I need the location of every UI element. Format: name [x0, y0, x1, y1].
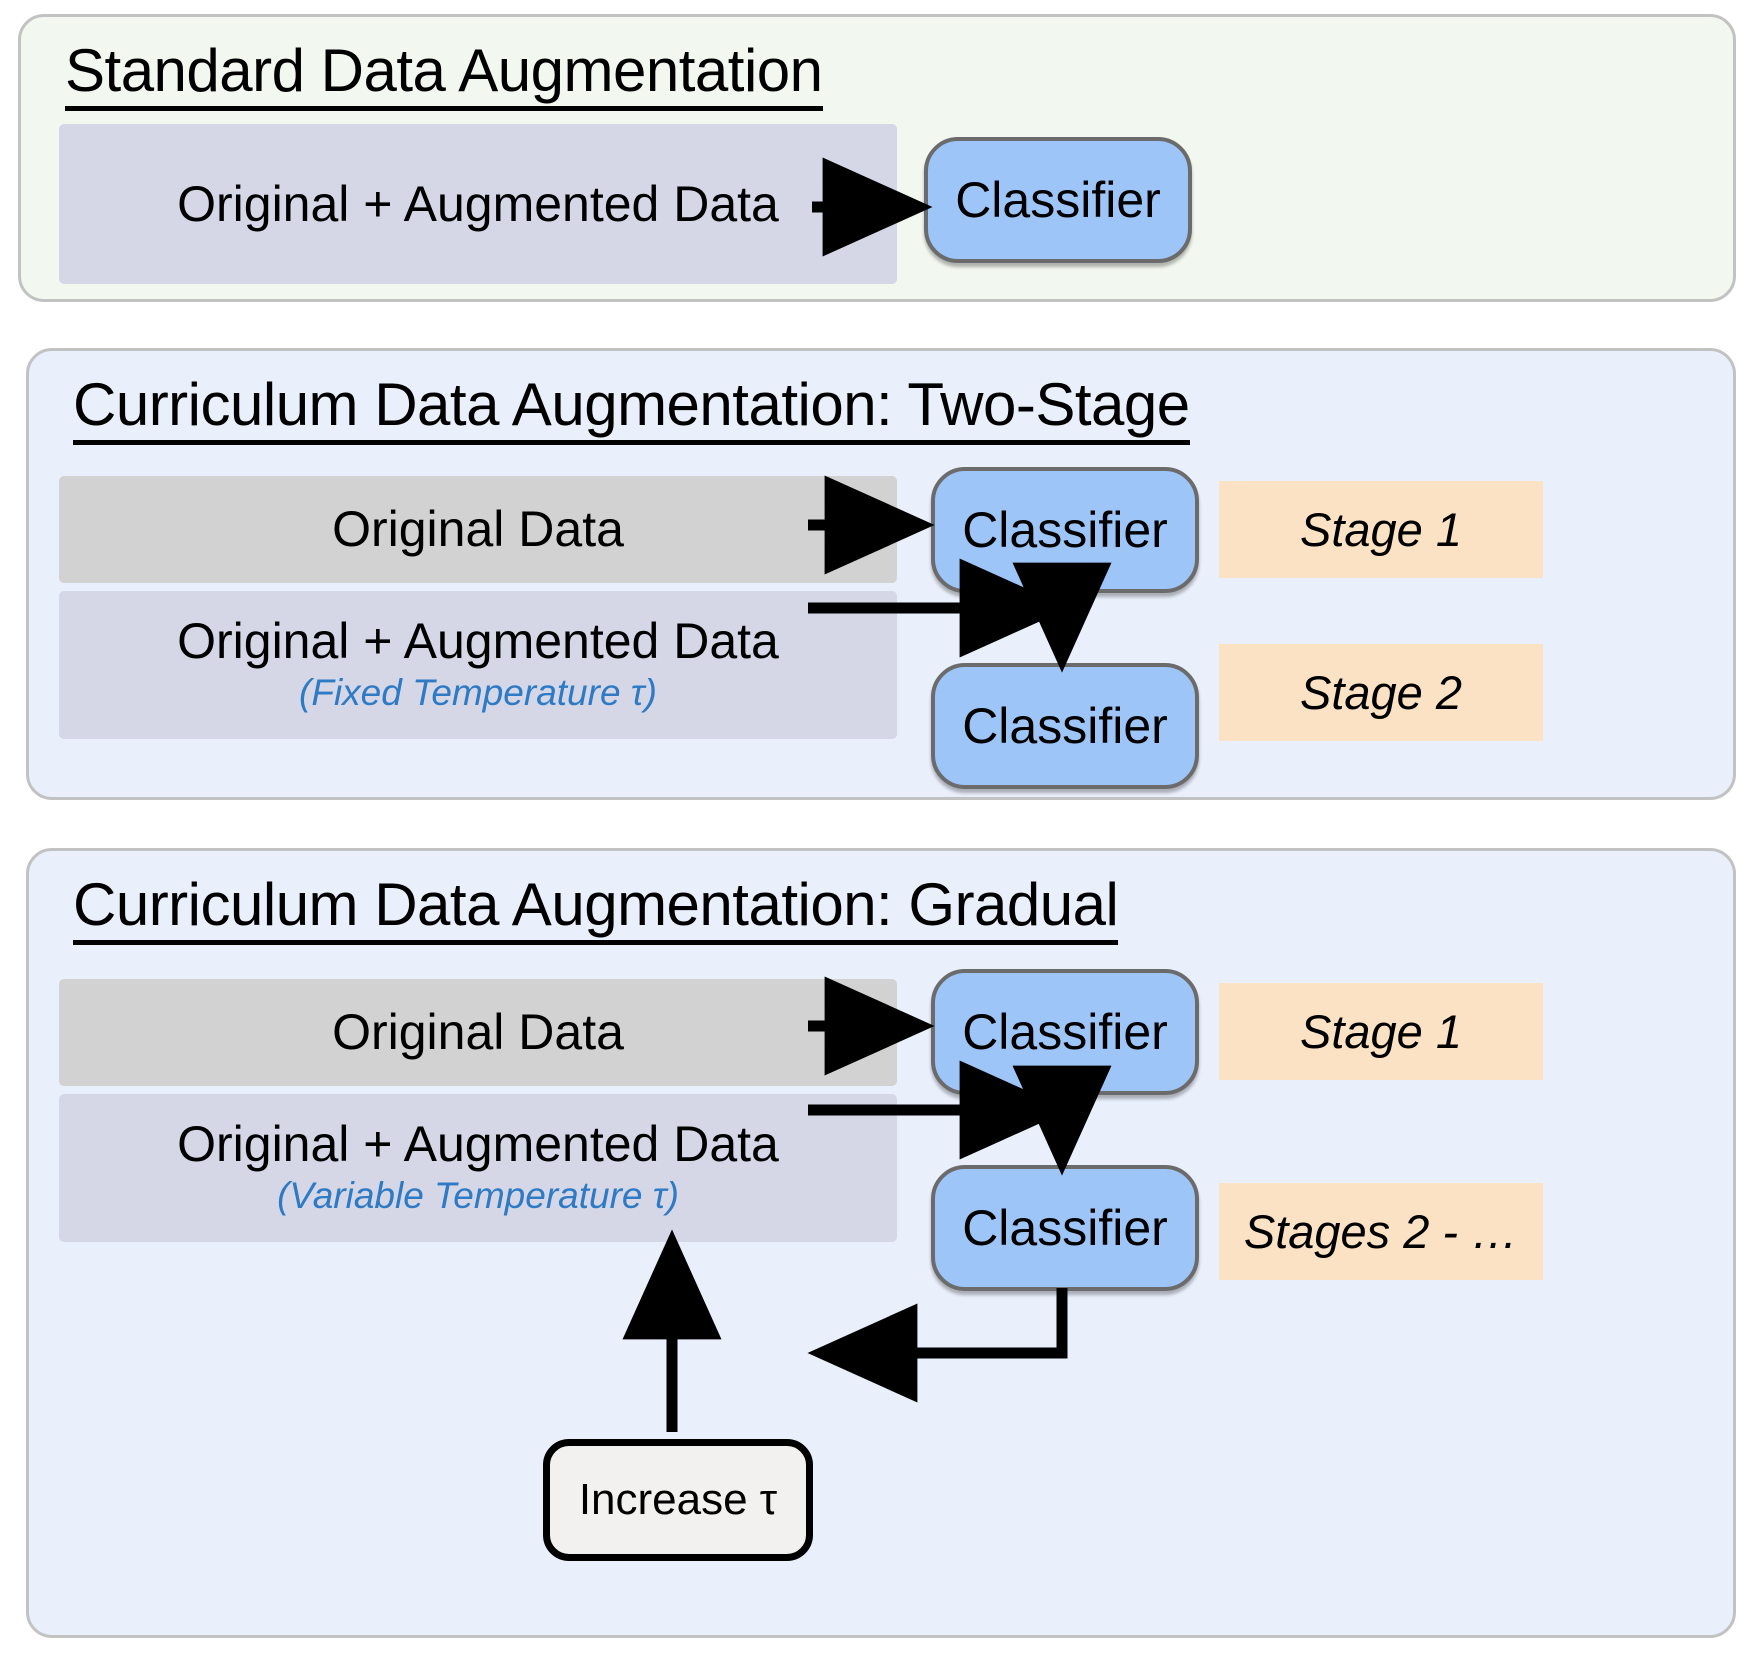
panel-title-standard: Standard Data Augmentation [65, 38, 823, 111]
panel-curriculum-two-stage: Curriculum Data Augmentation: Two-Stage … [26, 348, 1736, 800]
classifier-stages2-gradual: Classifier [931, 1165, 1199, 1291]
data-box-label: Original Data [332, 1004, 624, 1060]
increase-temperature-label: Increase τ [578, 1475, 778, 1524]
data-box-sublabel-variable-temperature: (Variable Temperature τ) [277, 1175, 679, 1217]
classifier-label: Classifier [962, 698, 1168, 754]
classifier-stage2-two-stage: Classifier [931, 663, 1199, 789]
stage-tag-stages-2-gradual: Stages 2 - … [1219, 1183, 1543, 1280]
panel-title-two-stage: Curriculum Data Augmentation: Two-Stage [73, 372, 1190, 445]
classifier-label: Classifier [962, 1200, 1168, 1256]
stage-tag-label: Stage 1 [1299, 1005, 1463, 1058]
classifier-label: Classifier [962, 1004, 1168, 1060]
classifier-label: Classifier [955, 172, 1161, 228]
data-box-original-data-two-stage: Original Data [59, 476, 897, 583]
data-box-original-augmented-two-stage: Original + Augmented Data (Fixed Tempera… [59, 591, 897, 739]
stage-tag-label: Stage 1 [1299, 503, 1463, 556]
data-box-original-augmented-standard: Original + Augmented Data [59, 124, 897, 284]
stage-tag-stage-1-gradual: Stage 1 [1219, 983, 1543, 1080]
classifier-stage1-gradual: Classifier [931, 969, 1199, 1095]
data-box-label: Original + Augmented Data [177, 175, 779, 232]
data-box-label: Original Data [332, 501, 624, 557]
data-box-sublabel-fixed-temperature: (Fixed Temperature τ) [299, 672, 657, 714]
panel-standard-data-augmentation: Standard Data Augmentation Original + Au… [18, 14, 1736, 302]
stage-tag-label: Stage 2 [1299, 666, 1463, 719]
data-box-original-augmented-gradual: Original + Augmented Data (Variable Temp… [59, 1094, 897, 1242]
classifier-standard: Classifier [924, 137, 1192, 263]
data-box-original-data-gradual: Original Data [59, 979, 897, 1086]
stage-tag-stage-2-two-stage: Stage 2 [1219, 644, 1543, 741]
classifier-label: Classifier [962, 502, 1168, 558]
data-box-label: Original + Augmented Data [177, 1116, 779, 1173]
stage-tag-label: Stages 2 - … [1243, 1205, 1519, 1258]
classifier-stage1-two-stage: Classifier [931, 467, 1199, 593]
stage-tag-stage-1-two-stage: Stage 1 [1219, 481, 1543, 578]
panel-curriculum-gradual: Curriculum Data Augmentation: Gradual Or… [26, 848, 1736, 1638]
increase-temperature-node: Increase τ [543, 1439, 813, 1561]
panel-title-gradual: Curriculum Data Augmentation: Gradual [73, 872, 1119, 945]
data-box-label: Original + Augmented Data [177, 613, 779, 670]
